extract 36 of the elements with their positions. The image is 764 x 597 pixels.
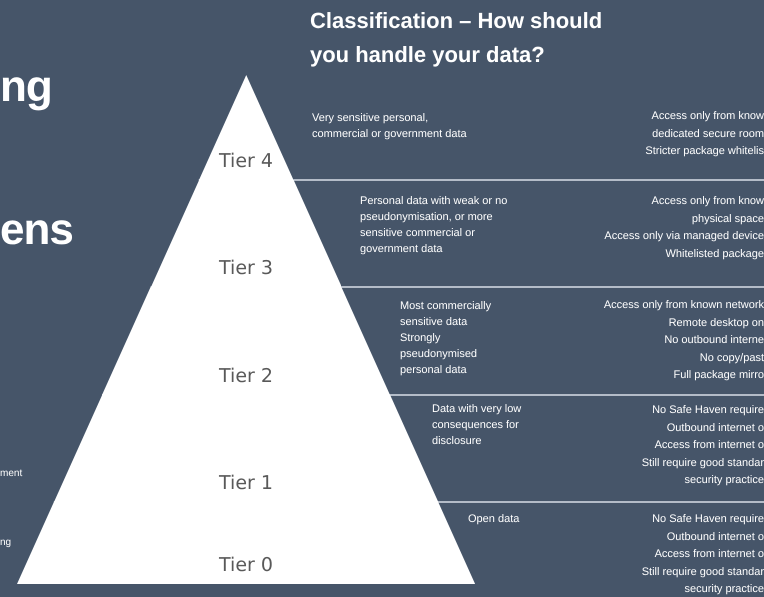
requirement-text: Access only via managed device [604,229,764,244]
requirement-text: Whitelisted package [666,246,764,262]
requirement-text: Access only from known network [604,298,764,313]
text-fragment: ng [0,537,12,548]
requirement-text: Still require good standar security practice [640,564,764,597]
description-text: Strongly pseudonymised personal data [400,331,478,378]
description-text: Most commercially sensitive data [400,299,492,330]
requirement-text: Access from internet o [654,547,764,562]
requirement-text: No Safe Haven require [652,403,764,418]
requirement-text: Still require good standar security practice [640,456,764,488]
description-text: Open data [468,512,520,527]
requirement-text: Outbound internet o [666,530,764,544]
requirement-text: Access only from know [652,109,764,124]
heading-fragment: ng [0,62,52,112]
tier-label: Tier 4 [218,150,274,172]
tier-label: Tier 3 [218,257,274,279]
title: Classification – How should you handle your data? [310,7,604,69]
requirement-text: No Safe Haven require [652,512,764,527]
requirement-text: Stricter package whitelis [645,144,764,159]
requirement-text: physical space [692,212,764,226]
requirement-text: Remote desktop on [668,316,764,330]
tier-label: Tier 2 [218,365,274,387]
requirement-text: Outbound internet o [666,420,764,436]
description-text: Personal data with weak or no pseudonymisation, or more sensitive commercial or government data [360,194,508,257]
requirement-text: No outbound interne [664,333,764,348]
description-text: Data with very low consequences for disclosure [432,402,522,449]
heading-fragment: ens [0,205,73,255]
requirement-text: Access from internet o [654,438,764,453]
description-text: Very sensitive personal, commercial or government data [312,111,468,142]
requirement-text: dedicated secure room [652,126,764,142]
requirement-text: No copy/past [700,350,764,366]
requirement-text: Access only from know [652,194,764,209]
tier-label: Tier 1 [218,472,274,494]
text-fragment: ment [0,468,22,479]
requirement-text: Full package mirro [674,368,764,383]
tier-label: Tier 0 [218,554,274,576]
